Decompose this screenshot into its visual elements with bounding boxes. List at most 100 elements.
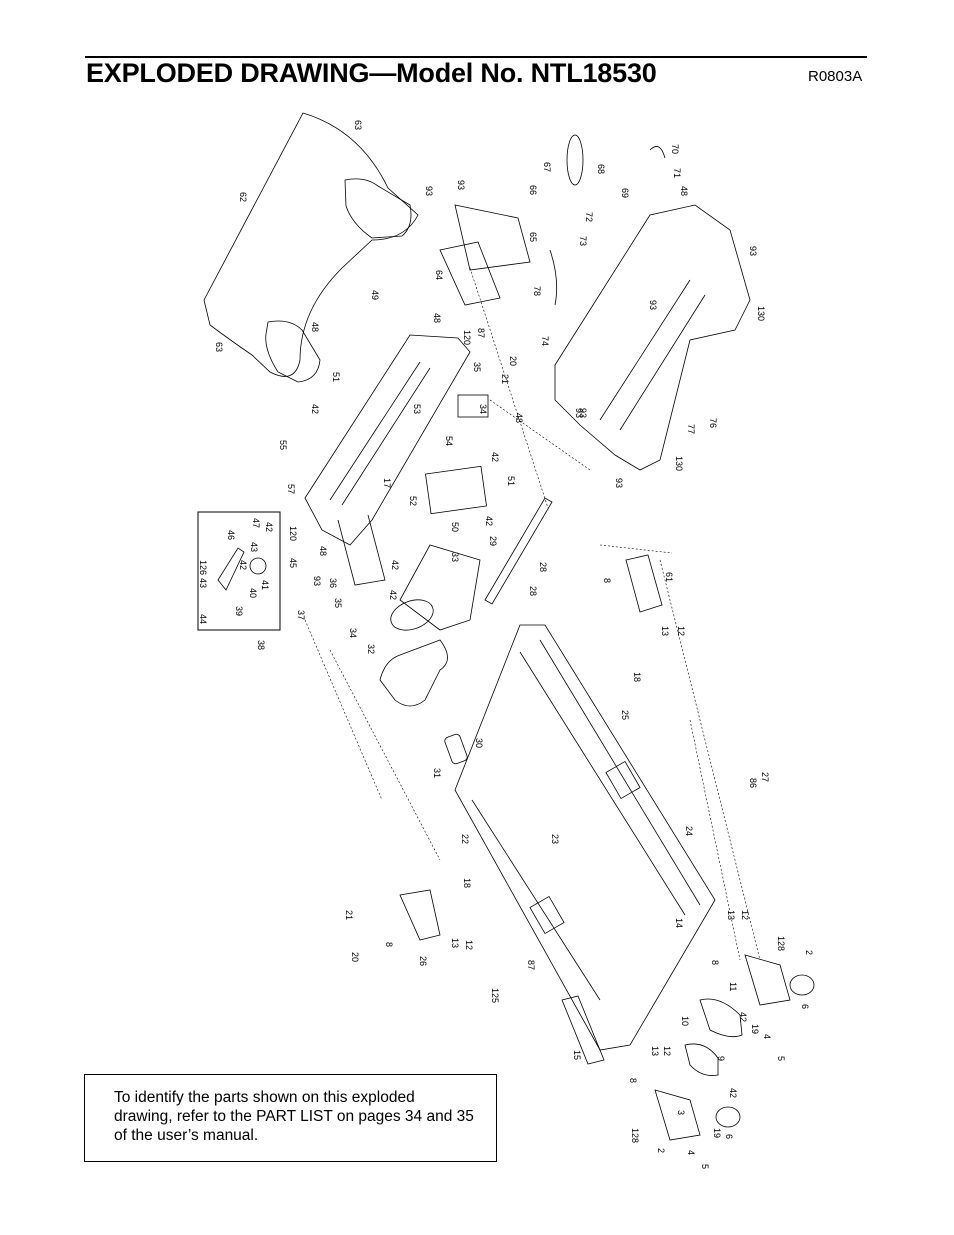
frame-crossbar	[337, 514, 386, 586]
callout: 36	[328, 578, 338, 588]
callout: 67	[542, 162, 552, 172]
callout: 13	[660, 626, 670, 636]
callout: 87	[526, 960, 536, 970]
callout: 11	[728, 982, 738, 991]
part-list-note: To identify the parts shown on this expl…	[84, 1074, 497, 1162]
drawing-code: R0803A	[808, 68, 863, 85]
callout: 48	[679, 186, 689, 196]
callout: 20	[508, 356, 518, 366]
wire-78	[549, 249, 558, 306]
power-cord	[566, 134, 584, 186]
bracket-26	[399, 889, 441, 941]
callout: 55	[278, 440, 288, 450]
callout: 8	[628, 1078, 638, 1083]
callout: 130	[674, 456, 684, 471]
callout: 53	[412, 404, 422, 414]
page-title: EXPLODED DRAWING—Model No. NTL18530	[86, 58, 657, 88]
callout: 87	[476, 328, 486, 338]
controller-box	[439, 241, 501, 306]
callout: 68	[596, 164, 606, 174]
callout: 8	[710, 960, 720, 965]
platform-rail-left	[471, 799, 601, 1001]
step-15	[561, 995, 605, 1065]
callout: 10	[680, 1016, 690, 1026]
callout: 18	[632, 672, 642, 682]
leg-9	[684, 1043, 719, 1076]
callout: 39	[234, 606, 244, 616]
callout: 4	[762, 1034, 772, 1039]
motor-belt	[379, 639, 448, 707]
callout: 69	[620, 188, 630, 198]
callout: 12	[676, 626, 686, 636]
callout: 5	[776, 1056, 786, 1061]
callout: 72	[584, 212, 594, 222]
callouts: 63 62 93 93 67 68 70 71 48 66 69 72 65 7…	[198, 120, 814, 1169]
callout: 19	[750, 1024, 760, 1034]
callout: 45	[288, 558, 298, 568]
callout: 26	[418, 956, 428, 966]
base-3	[654, 1089, 701, 1141]
inset-box	[197, 511, 281, 631]
callout: 2	[656, 1148, 666, 1153]
callout: 125	[490, 988, 500, 1003]
callout: 13	[450, 938, 460, 948]
callout: 35	[472, 362, 482, 372]
callout: 74	[540, 336, 550, 346]
callout: 42	[238, 560, 248, 570]
motor	[399, 544, 481, 631]
callout: 12	[464, 940, 474, 950]
callout: 28	[538, 562, 548, 572]
callout: 33	[450, 552, 460, 562]
callout: 12	[740, 910, 750, 920]
callout: 12	[662, 1046, 672, 1056]
callout: 2	[804, 950, 814, 955]
inset-arm	[217, 547, 245, 591]
motor-mount-52	[425, 465, 487, 515]
callout: 24	[684, 826, 694, 836]
callout: 70	[670, 144, 680, 154]
callout: 28	[528, 586, 538, 596]
callout: 93	[578, 408, 588, 418]
callout: 61	[664, 572, 674, 582]
motor-mount-53	[457, 394, 489, 418]
callout: 44	[198, 614, 208, 624]
platform-rail-right	[519, 639, 701, 916]
bracket-61	[625, 554, 663, 613]
callout: 54	[444, 436, 454, 446]
platform-insert-2	[605, 760, 641, 800]
callout: 120	[288, 526, 298, 541]
callout: 8	[602, 578, 612, 583]
header-rule	[85, 56, 867, 58]
callout: 49	[370, 290, 380, 300]
callout: 120	[462, 330, 472, 345]
callout: 3	[676, 1110, 686, 1115]
callout: 93	[648, 300, 658, 310]
callout: 42	[310, 404, 320, 414]
callout: 93	[574, 408, 584, 418]
callout: 43	[198, 578, 208, 588]
callout: 32	[366, 644, 376, 654]
callout: 48	[318, 546, 328, 556]
callout: 17	[382, 478, 392, 488]
callout: 34	[348, 628, 358, 638]
callout: 71	[672, 168, 682, 178]
callout: 93	[312, 576, 322, 586]
callout: 130	[756, 306, 766, 321]
callout: 42	[728, 1088, 738, 1098]
callout: 21	[500, 374, 510, 384]
cable-70	[649, 146, 666, 159]
callout: 63	[214, 342, 224, 352]
hood-part	[203, 112, 419, 377]
callout: 37	[296, 610, 306, 620]
callout: 126	[198, 560, 208, 575]
callout: 42	[264, 522, 274, 532]
callout: 22	[460, 834, 470, 844]
callout: 62	[238, 192, 248, 202]
callout: 27	[760, 772, 770, 782]
callout: 6	[724, 1134, 734, 1139]
callout: 93	[614, 478, 624, 488]
callout: 66	[528, 185, 538, 195]
callout: 42	[388, 590, 398, 600]
callout: 64	[434, 270, 444, 280]
